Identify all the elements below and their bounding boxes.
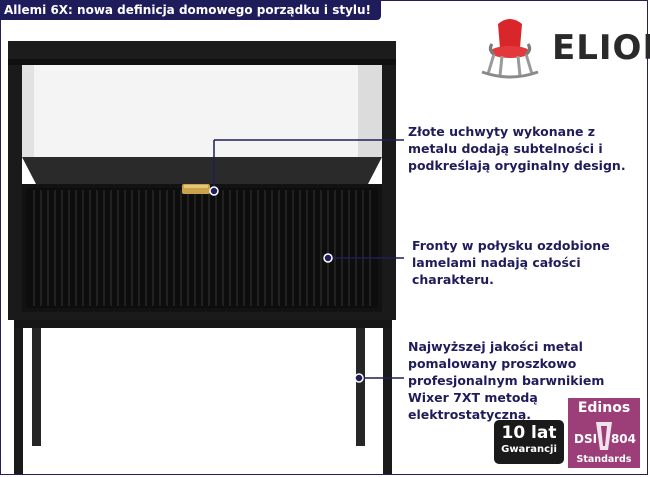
chair-icon <box>481 19 539 79</box>
callout-line: elektrostatyczną. <box>408 407 532 422</box>
callout-line: charakteru. <box>412 272 494 287</box>
callout-line: profesjonalnym barwnikiem <box>408 373 605 388</box>
callout-line: pomalowany proszkowo <box>408 356 577 371</box>
warranty-label: Gwarancji <box>501 444 557 455</box>
dsi-seal: DSI 804 <box>568 418 640 454</box>
standards-label: Standards <box>576 454 632 465</box>
dsi-label: DSI <box>574 432 598 446</box>
warranty-badge: 10 lat Gwarancji <box>494 420 564 464</box>
callout-line: podkreślają oryginalny design. <box>408 158 626 173</box>
callout-line: Najwyższej jakości metal <box>408 339 583 354</box>
logo-text: ELIOR <box>552 28 650 68</box>
callout-line: Fronty w połysku ozdobione <box>412 238 610 253</box>
callout-line: metalu dodają subtelności i <box>408 141 603 156</box>
headline-banner: Allemi 6X: nowa definicja domowego porzą… <box>0 0 382 20</box>
callout-line: Wixer 7XT metodą <box>408 390 538 405</box>
callout-line: lamelami nadają całości <box>412 255 581 270</box>
edinos-name: Edinos <box>577 400 631 416</box>
nightstand-image <box>8 41 404 474</box>
seal-icon <box>596 422 612 450</box>
callout-handles: Złote uchwyty wykonane z metalu dodają s… <box>408 123 626 174</box>
edinos-badge: Edinos DSI 804 Standards <box>568 398 640 468</box>
dsi-number: 804 <box>610 432 636 446</box>
callout-fronts: Fronty w połysku ozdobione lamelami nada… <box>412 237 610 288</box>
callout-metal: Najwyższej jakości metal pomalowany pros… <box>408 338 604 423</box>
callout-line: Złote uchwyty wykonane z <box>408 124 596 139</box>
warranty-years: 10 lat <box>501 423 557 443</box>
